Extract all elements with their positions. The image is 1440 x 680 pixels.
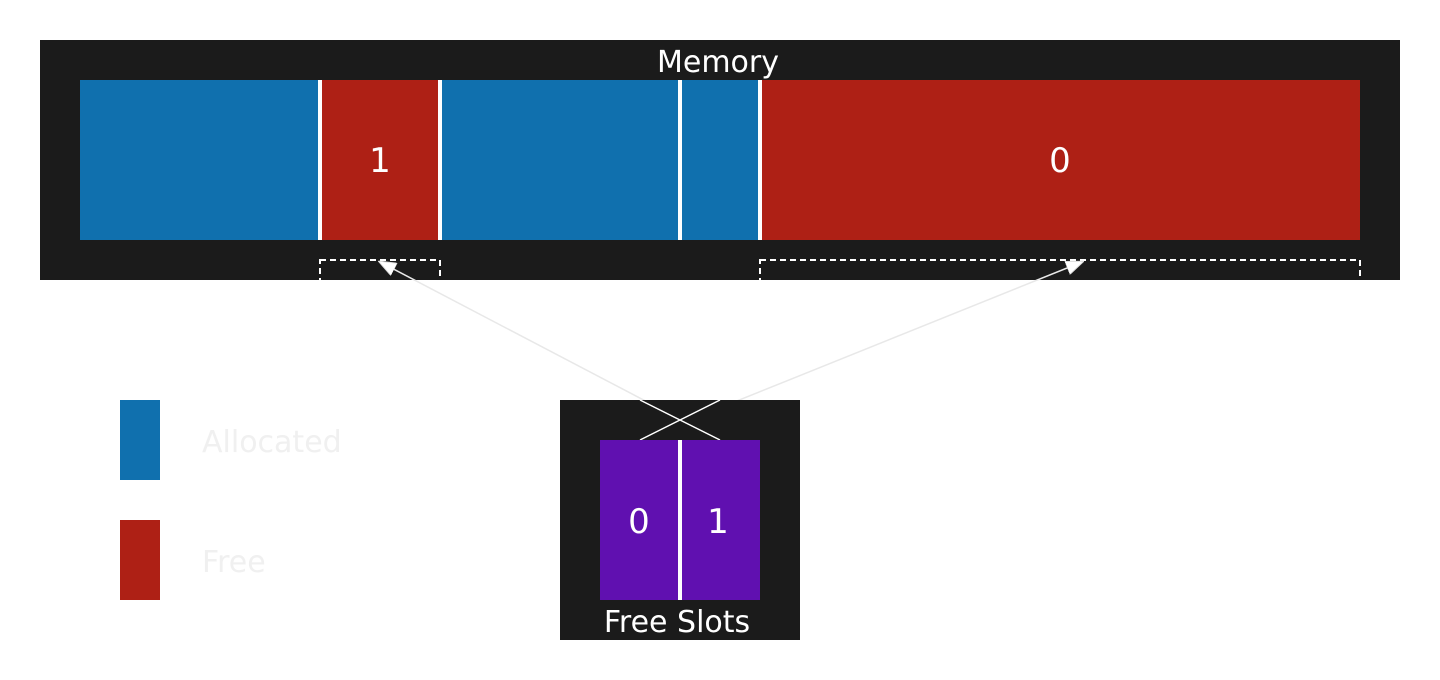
memory-title: Memory [657,45,779,80]
memory-block-allocated-1 [80,80,320,240]
memory-block-free-0-label: 0 [1049,141,1071,181]
legend-free-swatch [120,520,160,600]
free-block-0-target-bracket [759,259,1361,283]
memory-block-allocated-3 [680,80,760,240]
memory-block-free-0 [760,80,1360,240]
legend: Allocated Free [120,400,342,600]
legend-free-label: Free [202,545,266,580]
free-slot-1-label: 1 [707,502,729,542]
memory-block-free-1 [320,80,440,240]
free-slot-0 [600,440,680,600]
free-slot-0-label: 0 [628,502,650,542]
legend-allocated-swatch [120,400,160,480]
free-slot-1 [680,440,760,600]
legend-allocated-label: Allocated [202,425,342,460]
free-slots-title: Free Slots [604,605,750,640]
slot-0-pointer-arrow-segment [639,399,721,441]
memory-block-allocated-2 [440,80,680,240]
memory-panel: Memory 1 0 [40,40,1400,283]
free-slots-panel: 0 1 Free Slots [560,399,800,640]
memory-block-free-1-label: 1 [369,141,391,181]
free-block-1-target-bracket [319,259,441,283]
